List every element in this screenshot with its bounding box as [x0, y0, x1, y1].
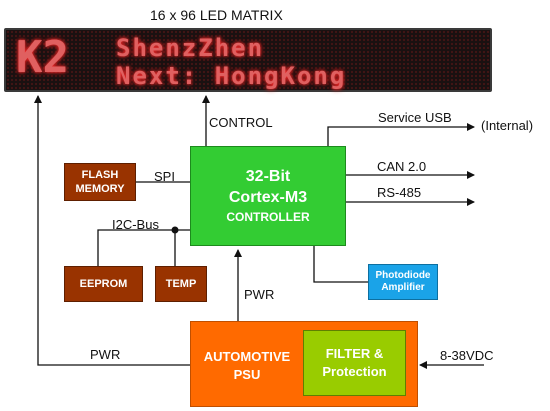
led-matrix-caption: 16 x 96 LED MATRIX [150, 7, 283, 23]
controller-line-1: 32-Bit [245, 168, 291, 185]
led-line-1: ShenzZhen [116, 34, 265, 62]
led-line-2: Next: HongKong [116, 62, 347, 90]
flash-memory-line-2: MEMORY [75, 183, 125, 195]
filter-line-2: Protection [322, 364, 387, 379]
led-logo: K2 [16, 32, 69, 83]
service-usb-label: Service USB [378, 110, 452, 125]
temp-block: TEMP [155, 266, 207, 302]
photodiode-amplifier-block: Photodiode Amplifier [368, 264, 438, 300]
photodiode-line [313, 246, 368, 283]
photodiode-line-2: Amplifier [381, 282, 425, 293]
flash-memory-block: FLASH MEMORY [64, 163, 136, 201]
flash-memory-line-1: FLASH [81, 168, 119, 181]
can-label: CAN 2.0 [377, 159, 427, 174]
temp-label: TEMP [165, 278, 197, 290]
filter-line-1: FILTER & [325, 346, 384, 362]
controller-block: 32-Bit Cortex-M3 CONTROLLER [190, 146, 346, 246]
psu-line-2: PSU [233, 367, 261, 383]
i2c-label: I2C-Bus [112, 217, 159, 232]
control-label: CONTROL [209, 115, 273, 130]
controller-line-2: Cortex-M3 [228, 189, 308, 206]
led-matrix-panel: K2 ShenzZhen Next: HongKong [4, 28, 492, 92]
internal-label: (Internal) [481, 118, 534, 133]
i2c-junction-dot [171, 226, 179, 234]
filter-protection-block: FILTER & Protection [303, 330, 406, 396]
rs485-label: RS-485 [377, 185, 422, 200]
service-usb-arrow [327, 123, 475, 146]
pwr-led-label: PWR [90, 347, 121, 362]
eeprom-label: EEPROM [79, 278, 128, 290]
pwr-led-arrow [34, 95, 190, 366]
photodiode-line-1: Photodiode [375, 269, 431, 281]
psu-line-1: AUTOMOTIVE [203, 349, 291, 364]
controller-line-3: CONTROLLER [226, 210, 310, 224]
eeprom-block: EEPROM [64, 266, 143, 302]
spi-label: SPI [154, 169, 175, 184]
vdc-label: 8-38VDC [440, 348, 494, 363]
i2c-line-eeprom [97, 229, 190, 266]
pwr-controller-label: PWR [244, 287, 275, 302]
